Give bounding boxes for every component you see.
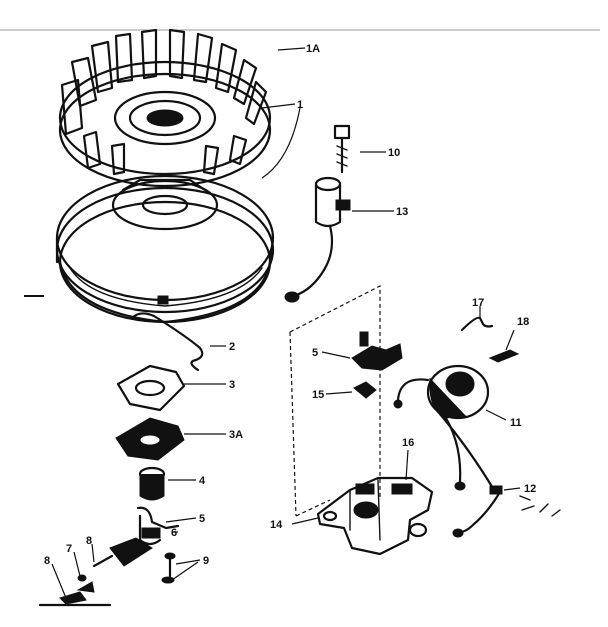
callout-2: 2 — [229, 341, 235, 353]
callout-4: 4 — [199, 475, 206, 487]
leader-1 — [261, 103, 296, 109]
leader-8a — [51, 563, 67, 599]
callout-3a: 3A — [229, 429, 243, 441]
part-14-breaker-base — [316, 476, 434, 556]
callout-5a: 5 — [199, 513, 205, 525]
part-3a-plate — [115, 417, 185, 461]
part-11-coil — [393, 364, 496, 492]
callout-1: 1 — [297, 99, 303, 111]
callout-7: 7 — [66, 543, 72, 555]
leader-7 — [73, 551, 81, 577]
alignment-dashes-c — [295, 499, 331, 517]
leader-5a — [165, 517, 197, 523]
part-5-clip — [351, 331, 403, 371]
callout-9: 9 — [203, 555, 209, 567]
callout-15: 15 — [312, 389, 324, 401]
callout-8b: 8 — [86, 535, 92, 547]
leader-1a — [277, 47, 306, 51]
leader-18 — [505, 329, 515, 351]
leader-8b — [91, 543, 95, 563]
callout-5b: 5 — [312, 347, 318, 359]
callout-1a: 1A — [306, 43, 320, 55]
alignment-dashes-a — [289, 285, 381, 500]
callout-10: 10 — [388, 147, 400, 159]
callout-8a: 8 — [44, 555, 50, 567]
callout-11: 11 — [510, 417, 522, 429]
leader-16b — [405, 449, 409, 481]
leader-14 — [291, 517, 319, 525]
part-12-lead — [452, 485, 561, 538]
part-2-clip — [130, 312, 204, 372]
breaker-arm-assembly — [59, 506, 180, 605]
leader-15 — [325, 391, 353, 395]
fan-fins — [60, 28, 268, 176]
callout-16: 16 — [402, 437, 414, 449]
leader-1b — [261, 107, 301, 179]
leader-12 — [503, 487, 521, 491]
callout-12: 12 — [524, 483, 536, 495]
leader-11 — [485, 409, 507, 421]
part-4-cam — [138, 466, 166, 501]
callout-18: 18 — [517, 316, 529, 328]
part-13-condenser — [284, 176, 351, 303]
flywheel — [55, 28, 275, 324]
callout-17: 17 — [472, 297, 484, 309]
leader-5b — [321, 351, 351, 359]
callout-14: 14 — [270, 519, 283, 531]
part-3-plate — [116, 364, 186, 412]
leader-9 — [171, 559, 201, 581]
callout-13: 13 — [396, 206, 408, 218]
alignment-dashes-b — [289, 331, 297, 517]
callout-6: 6 — [171, 527, 177, 539]
part-18-plate — [488, 349, 520, 363]
callout-3: 3 — [229, 379, 235, 391]
part-17-spring — [460, 316, 494, 332]
part-10-screw — [333, 124, 351, 174]
part-15-insulator — [353, 381, 377, 399]
